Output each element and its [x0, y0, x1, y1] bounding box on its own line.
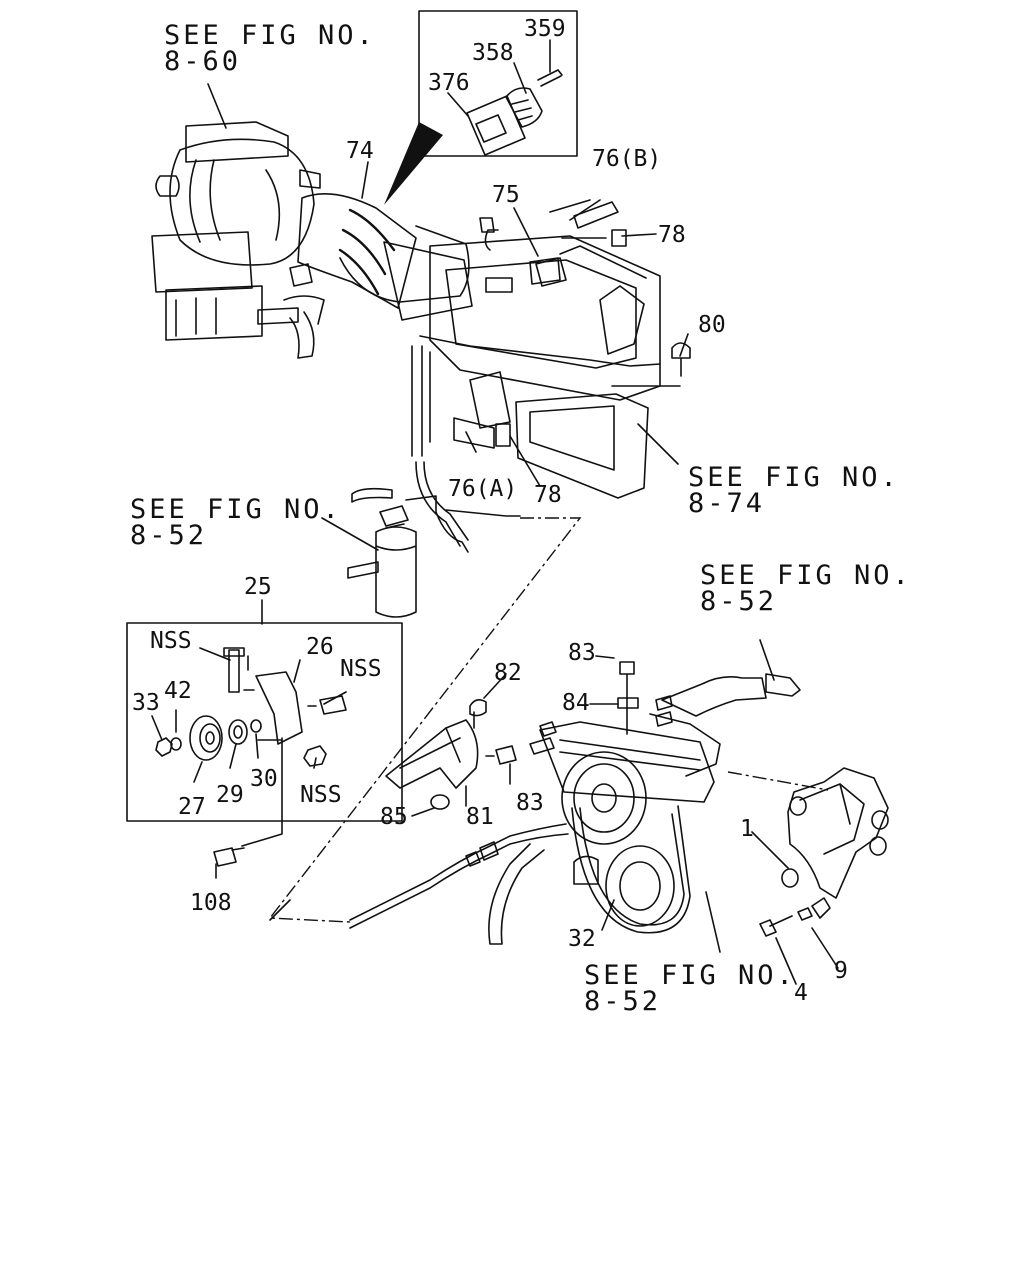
callout-32: 32 — [568, 926, 596, 952]
see-fig-8-74-line2: 8-74 — [688, 488, 766, 519]
callout-358: 358 — [472, 40, 514, 66]
compressor-drawing — [529, 661, 801, 934]
callout-82: 82 — [494, 660, 522, 686]
callout-74: 74 — [346, 138, 374, 164]
callout-83-bottom: 83 — [516, 790, 544, 816]
callout-359: 359 — [524, 16, 566, 42]
callout-76b: 76(B) — [592, 146, 662, 172]
callout-25: 25 — [244, 574, 272, 600]
callout-1: 1 — [740, 816, 754, 842]
callout-nss-nut: NSS — [300, 782, 342, 808]
callout-75: 75 — [492, 182, 520, 208]
callout-78-top: 78 — [658, 222, 686, 248]
blower-unit-drawing — [151, 121, 473, 359]
callout-85: 85 — [380, 804, 408, 830]
heater-unit-drawing — [411, 199, 691, 499]
callout-80: 80 — [698, 312, 726, 338]
callout-4: 4 — [794, 980, 808, 1006]
see-fig-8-74-line1: SEE FIG NO. — [688, 462, 900, 493]
see-fig-8-52-right-line1: SEE FIG NO. — [700, 560, 912, 591]
callout-nss-bolt: NSS — [150, 628, 192, 654]
callout-27: 27 — [178, 794, 206, 820]
callout-84: 84 — [562, 690, 590, 716]
refrigerant-lines-drawing — [268, 461, 582, 945]
see-fig-8-52-left-line2: 8-52 — [130, 520, 208, 551]
callout-33: 33 — [132, 690, 160, 716]
see-fig-8-60-line2: 8-60 — [164, 46, 242, 77]
callout-9: 9 — [834, 958, 848, 984]
callout-30: 30 — [250, 766, 278, 792]
callout-376: 376 — [428, 70, 470, 96]
see-fig-8-52-left-line1: SEE FIG NO. — [130, 494, 342, 525]
callout-108: 108 — [190, 890, 232, 916]
idler-kit-inset — [126, 622, 403, 867]
callout-83-top: 83 — [568, 640, 596, 666]
callout-78-bottom: 78 — [534, 482, 562, 508]
inset-box-blower-resistor — [384, 10, 578, 205]
callout-42: 42 — [164, 678, 192, 704]
see-fig-8-52-bottom-line2: 8-52 — [584, 986, 662, 1017]
callout-76a: 76(A) — [448, 476, 518, 502]
callout-29: 29 — [216, 782, 244, 808]
see-fig-8-52-right-line2: 8-52 — [700, 586, 778, 617]
callout-nss-screw: NSS — [340, 656, 382, 682]
compressor-mount-bracket-drawing — [727, 767, 889, 937]
receiver-drier-drawing — [347, 487, 469, 618]
callout-81: 81 — [466, 804, 494, 830]
callout-26: 26 — [306, 634, 334, 660]
see-fig-8-52-bottom-line1: SEE FIG NO. — [584, 960, 796, 991]
compressor-bracket-drawing — [385, 698, 517, 810]
leader-lines — [151, 83, 839, 985]
see-fig-8-60-line1: SEE FIG NO. — [164, 20, 376, 51]
